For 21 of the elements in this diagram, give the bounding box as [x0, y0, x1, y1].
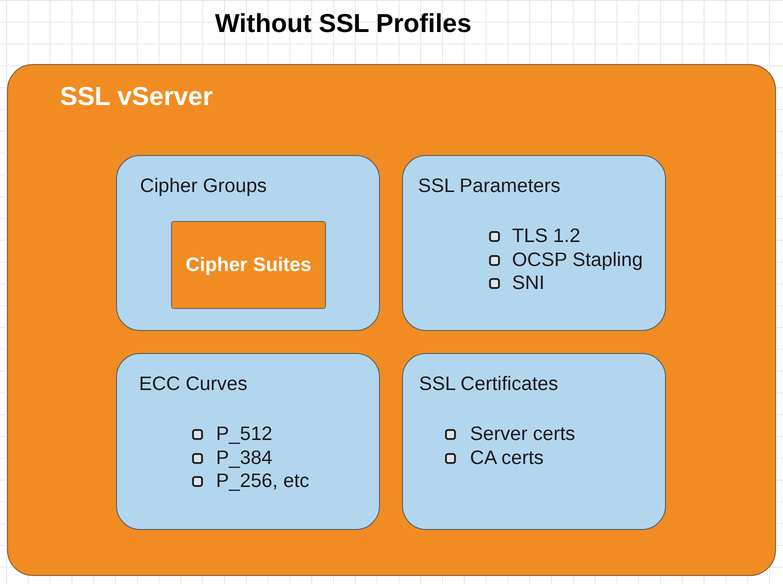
panel-heading: SSL Certificates: [419, 372, 558, 396]
list-item: P_384: [216, 446, 272, 470]
diagram-title: Without SSL Profiles: [215, 8, 472, 38]
list-item: Server certs: [470, 423, 576, 446]
list-item: TLS 1.2: [512, 225, 580, 248]
panel-heading: ECC Curves: [139, 372, 248, 396]
rounded-panel: [116, 353, 380, 530]
rounded-panel: [402, 155, 666, 331]
inner-box: [171, 221, 326, 309]
list-item: P_256, etc: [216, 470, 310, 494]
panel-heading: SSL Parameters: [418, 174, 560, 198]
container-panel: [7, 64, 776, 576]
list-item: OCSP Stapling: [512, 248, 643, 272]
rounded-panel: [116, 155, 380, 331]
list-item: SNI: [512, 272, 545, 296]
rounded-panel: [402, 353, 666, 530]
list-item: P_512: [216, 423, 272, 446]
list-item: CA certs: [470, 446, 544, 470]
panel-heading: Cipher Groups: [140, 174, 267, 198]
inner-label: Cipher Suites: [186, 253, 312, 277]
container-title: SSL vServer: [60, 81, 213, 111]
